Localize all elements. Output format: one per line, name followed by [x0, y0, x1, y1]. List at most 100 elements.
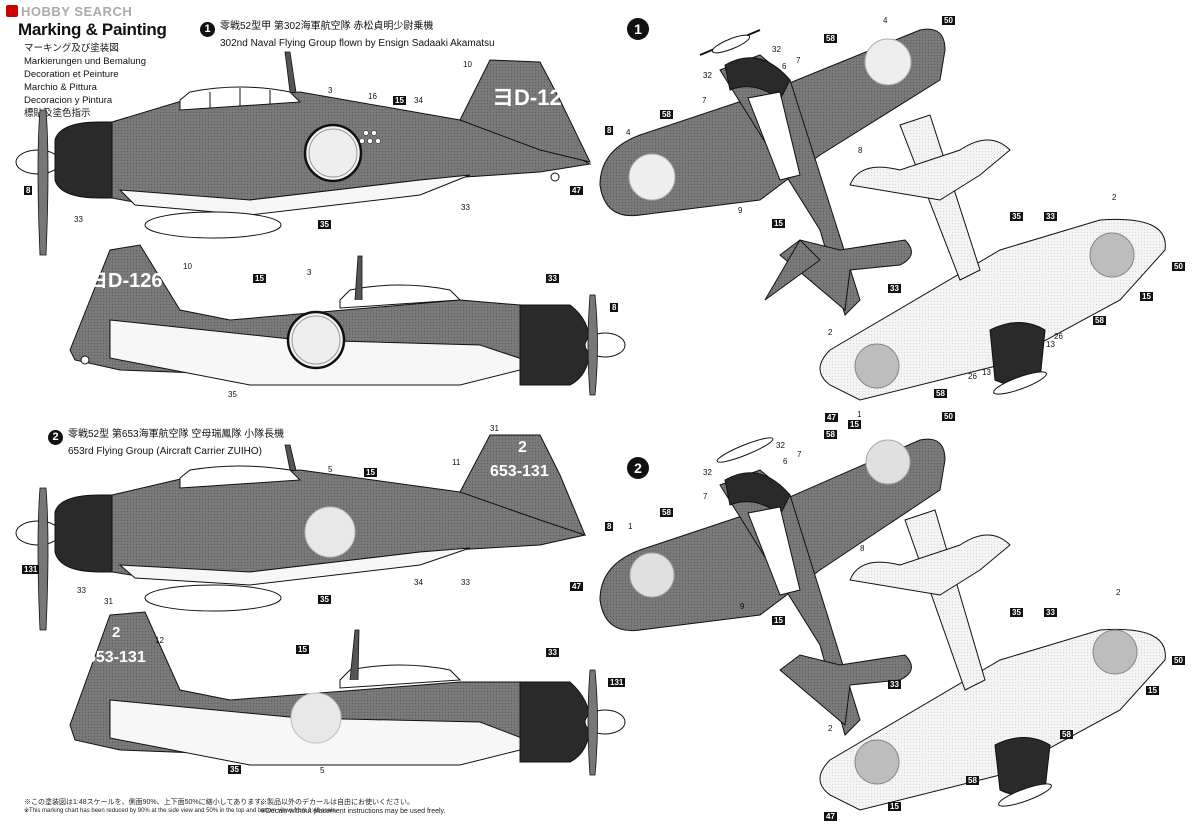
scheme1-tailcode-right: ヨD-126 — [88, 270, 162, 292]
callout-50b: 50 — [1172, 262, 1185, 271]
callout-2c: 2 — [1116, 588, 1121, 597]
callout-5: 5 — [328, 465, 333, 474]
callout-7c: 7 — [797, 450, 802, 459]
scheme1-badge: 1 — [200, 22, 215, 37]
subtitle-es: Decoracion y Pintura — [24, 95, 113, 106]
callout-15j: 15 — [888, 802, 901, 811]
callout-58e: 58 — [824, 430, 837, 439]
callout-26b: 26 — [968, 372, 977, 381]
subtitle-jp: マーキング及び塗装図 — [24, 43, 119, 54]
subtitle-de: Markierungen und Bemalung — [24, 56, 146, 67]
callout-31b: 31 — [104, 597, 113, 606]
callout-5b: 5 — [320, 766, 325, 775]
scheme2-badge: 2 — [48, 430, 63, 445]
callout-2d: 2 — [828, 724, 833, 733]
callout-35b: 35 — [228, 390, 237, 399]
callout-58h: 58 — [966, 776, 979, 785]
callout-50: 50 — [942, 16, 955, 25]
callout-8b: 8 — [610, 303, 619, 312]
page-title: Marking & Painting — [18, 20, 167, 39]
callout-8f: 8 — [860, 544, 865, 553]
subtitle-zh: 標貼及塗色指示 — [24, 108, 91, 119]
callout-131: 131 — [22, 565, 40, 574]
callout-33: 33 — [74, 215, 83, 224]
callout-1b: 1 — [628, 522, 633, 531]
callout-15e: 15 — [772, 219, 785, 228]
callout-16: 16 — [368, 92, 377, 101]
callout-4: 4 — [883, 16, 888, 25]
callout-34: 34 — [414, 96, 423, 105]
callout-33b: 33 — [461, 203, 470, 212]
callout-50d: 50 — [1172, 656, 1185, 665]
callout-47: 47 — [570, 186, 583, 195]
scheme2-tailcode-top-right: 2 — [112, 624, 120, 641]
subtitle-fr: Decoration et Peinture — [24, 69, 119, 80]
callout-15c: 15 — [364, 468, 377, 477]
callout-35f: 35 — [1010, 608, 1023, 617]
callout-7d: 7 — [703, 492, 708, 501]
callout-15i: 15 — [1146, 686, 1159, 695]
callout-7: 7 — [796, 56, 801, 65]
callout-15: 15 — [393, 96, 406, 105]
callout-33d: 33 — [77, 586, 86, 595]
callout-13b: 13 — [982, 368, 991, 377]
callout-131b: 131 — [608, 678, 626, 687]
callout-1: 1 — [857, 410, 862, 419]
footer-note-decals: ※製品以外のデカールは自由にお使いください。 ※Decals without p… — [260, 799, 446, 815]
callout-9b: 9 — [740, 602, 745, 611]
scheme1-top-view — [599, 28, 946, 316]
callout-8c: 8 — [605, 126, 614, 135]
callout-12: 12 — [155, 636, 164, 645]
scheme2-bottom-view — [819, 509, 1166, 811]
callout-32c: 32 — [776, 441, 785, 450]
callout-50c: 50 — [942, 412, 955, 421]
callout-15g: 15 — [848, 420, 861, 429]
callout-33e: 33 — [461, 578, 470, 587]
scheme1-tailcode-left: ヨD-126 — [492, 85, 574, 110]
logo-mark-icon — [6, 5, 18, 17]
callout-3b: 3 — [307, 268, 312, 277]
callout-47b: 47 — [825, 413, 838, 422]
callout-35e: 35 — [1010, 212, 1023, 221]
callout-10: 10 — [463, 60, 472, 69]
callout-33c: 33 — [546, 274, 559, 283]
callout-58d: 58 — [934, 389, 947, 398]
callout-15f: 15 — [1140, 292, 1153, 301]
callout-6b: 6 — [783, 457, 788, 466]
callout-8d: 8 — [858, 146, 863, 155]
scheme2-side-left: 2 653-131 — [15, 434, 587, 631]
callout-11: 11 — [452, 458, 461, 467]
subtitle-it: Marchio & Pittura — [24, 82, 97, 93]
scheme2-side-right: 2 653-131 — [69, 611, 626, 776]
callout-58c: 58 — [1093, 316, 1106, 325]
footer-note-scale: ※この塗装図は1:48スケールを、側面90%、上下面50%に縮小してあります。 … — [24, 799, 338, 814]
callout-33i: 33 — [1044, 608, 1057, 617]
callout-33g: 33 — [1044, 212, 1057, 221]
callout-35c: 35 — [318, 595, 331, 604]
callout-8e: 8 — [605, 522, 614, 531]
callout-58b: 58 — [660, 110, 673, 119]
scheme1-bottom-view — [819, 114, 1166, 401]
callout-15h: 15 — [772, 616, 785, 625]
callout-47c: 47 — [570, 582, 583, 591]
scheme2-top-view — [599, 437, 946, 736]
callout-58: 58 — [824, 34, 837, 43]
callout-58g: 58 — [1060, 730, 1073, 739]
scheme2-tailcode-right: 653-131 — [87, 649, 146, 666]
scheme2-tailcode-top-left: 2 — [518, 439, 527, 456]
scheme1-side-left: ヨD-126 — [15, 51, 592, 256]
scheme1-plan-badge: 1 — [627, 18, 649, 40]
callout-26: 26 — [1054, 332, 1063, 341]
hobby-search-logo: HOBBY SEARCH — [6, 4, 132, 19]
callout-47d: 47 — [824, 812, 837, 821]
callout-4b: 4 — [626, 128, 631, 137]
scheme2-plan-badge: 2 — [627, 457, 649, 479]
callout-6: 6 — [782, 62, 787, 71]
scheme2-tailcode-left: 653-131 — [490, 463, 549, 480]
callout-34b: 34 — [414, 578, 423, 587]
callout-32b: 32 — [703, 71, 712, 80]
callout-32: 32 — [772, 45, 781, 54]
callout-13: 13 — [1046, 340, 1055, 349]
